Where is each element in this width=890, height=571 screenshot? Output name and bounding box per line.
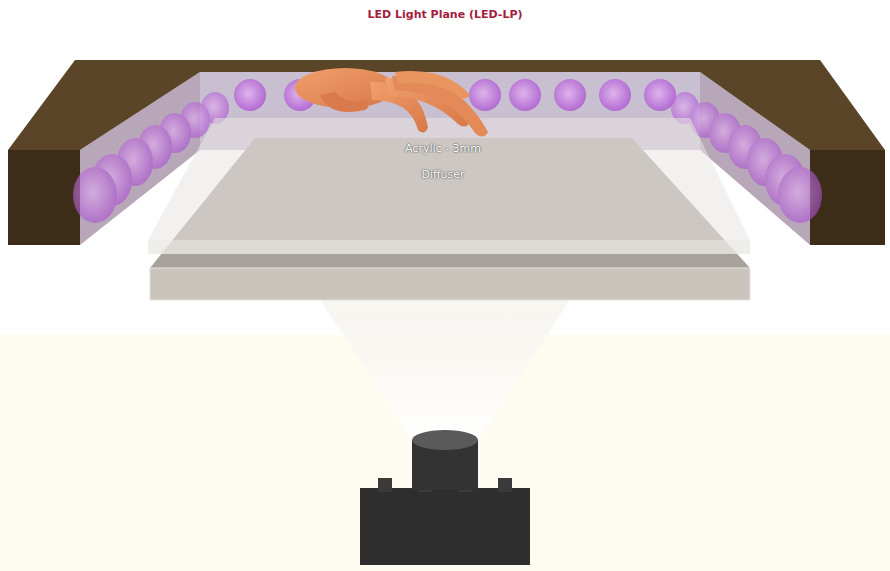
panel-label: Acrylic - 3mm — [405, 142, 481, 155]
diffuser-edge — [150, 268, 750, 300]
acrylic-edge — [148, 240, 750, 254]
frame-left-front — [8, 150, 80, 245]
diagram-title: LED Light Plane (LED-LP) — [368, 8, 523, 21]
projector — [360, 430, 530, 565]
hand — [295, 68, 488, 137]
projection-cone — [320, 300, 570, 440]
panel-label: Diffuser — [421, 168, 464, 181]
acrylic-panel — [148, 118, 750, 240]
